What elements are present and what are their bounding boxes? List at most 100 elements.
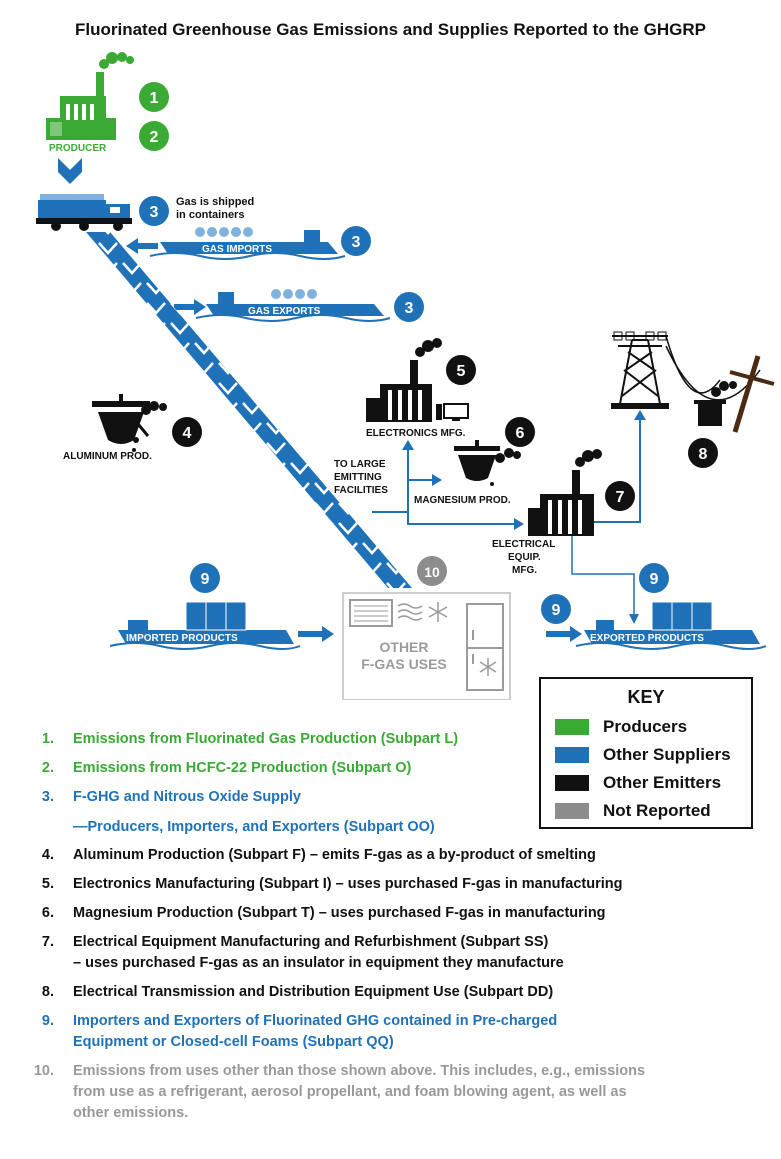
imports-arrow-icon — [126, 238, 158, 254]
legend-num: 2. — [41, 760, 54, 776]
supply-chevron-band — [86, 232, 412, 588]
exported-products-ship-icon — [575, 601, 767, 650]
legend-text: Emissions from HCFC-22 Production (Subpa… — [73, 760, 412, 776]
aluminum-ladle-icon — [92, 394, 167, 452]
legend-text: Importers and Exporters of Fluorinated G… — [73, 1013, 558, 1029]
legend-num: 6. — [41, 905, 54, 921]
gas-imports-label: GAS IMPORTS — [202, 244, 272, 255]
other-uses-line2: F-GAS USES — [361, 656, 447, 672]
key-label-producers: Producers — [603, 717, 688, 736]
svg-text:7: 7 — [616, 489, 625, 506]
badge-9-exported-left: 9 — [541, 594, 571, 624]
key-label-other-emitters: Other Emitters — [603, 773, 722, 792]
legend-text: F-GHG and Nitrous Oxide Supply — [73, 789, 301, 805]
svg-text:10: 10 — [424, 564, 440, 580]
page-title: Fluorinated Greenhouse Gas Emissions and… — [75, 20, 706, 39]
exported-arrow-icon — [546, 626, 582, 642]
legend-text: Electronics Manufacturing (Subpart I) – … — [73, 876, 623, 892]
legend-text: Aluminum Production (Subpart F) – emits … — [73, 847, 596, 863]
legend-text: Electrical Transmission and Distribution… — [73, 984, 554, 1000]
key-swatch-other-suppliers — [555, 747, 589, 763]
air-conditioner-icon — [349, 599, 423, 627]
arrow-down-exported — [629, 614, 639, 624]
imported-products-ship-icon — [109, 601, 301, 650]
legend-text: Emissions from uses other than those sho… — [73, 1063, 646, 1079]
svg-text:9: 9 — [650, 571, 659, 588]
aluminum-label: ALUMINUM PROD. — [63, 451, 152, 462]
badge-10: 10 — [417, 556, 447, 586]
key-title: KEY — [627, 687, 665, 707]
key-label-other-suppliers: Other Suppliers — [603, 745, 731, 764]
to-large-line1: TO LARGE — [334, 459, 386, 470]
arrow-to-exported — [571, 536, 635, 616]
truck-icon — [36, 194, 132, 231]
legend-num: 9. — [41, 1013, 54, 1029]
transmission-tower-icon — [611, 331, 761, 409]
electronics-label: ELECTRONICS MFG. — [366, 428, 466, 439]
key-label-not-reported: Not Reported — [603, 801, 711, 820]
arrow-up-electronics — [402, 440, 414, 450]
legend-text: Electrical Equipment Manufacturing and R… — [73, 934, 549, 950]
imported-arrow-icon — [298, 626, 334, 642]
legend-num: 1. — [41, 731, 54, 747]
svg-text:1: 1 — [150, 90, 159, 107]
electronics-factory-icon — [366, 338, 469, 422]
badge-8: 8 — [688, 438, 718, 468]
electrical-label-line3: MFG. — [512, 565, 537, 576]
shipped-label-line1: Gas is shipped — [176, 196, 254, 208]
to-large-line2: EMITTING — [334, 472, 382, 483]
svg-text:3: 3 — [405, 300, 414, 317]
snowflake-icon — [428, 602, 448, 622]
other-uses-line1: OTHER — [380, 639, 429, 655]
producer-label: PRODUCER — [49, 143, 107, 154]
badge-6: 6 — [505, 417, 535, 447]
electrical-label-line2: EQUIP. — [508, 552, 541, 563]
key-swatch-producers — [555, 719, 589, 735]
facility-distribution-arrows — [372, 448, 516, 525]
svg-text:8: 8 — [699, 446, 708, 463]
exports-arrow-icon — [174, 299, 206, 315]
arrow-up-tower — [634, 410, 646, 420]
badge-3-exports: 3 — [394, 292, 424, 322]
legend-num: 10. — [33, 1063, 54, 1079]
badge-1: 1 — [139, 82, 169, 112]
svg-text:3: 3 — [352, 234, 361, 251]
to-large-line3: FACILITIES — [334, 485, 388, 496]
legend-text: from use as a refrigerant, aerosol prope… — [73, 1084, 627, 1100]
legend-text: Magnesium Production (Subpart T) – uses … — [73, 905, 606, 921]
key-swatch-other-emitters — [555, 775, 589, 791]
utility-pole-icon — [694, 355, 775, 433]
badge-5: 5 — [446, 355, 476, 385]
badge-3-imports: 3 — [341, 226, 371, 256]
svg-text:9: 9 — [552, 602, 561, 619]
gas-imports-ship-icon — [149, 227, 346, 260]
legend-text: —Producers, Importers, and Exporters (Su… — [73, 819, 435, 835]
svg-text:9: 9 — [201, 571, 210, 588]
flow-diagram: PRODUCER 1 2 3 Gas is shipped in contain… — [36, 52, 775, 700]
imported-products-label: IMPORTED PRODUCTS — [126, 633, 238, 644]
producer-arrow-icon — [58, 158, 82, 184]
legend-num: 8. — [41, 984, 54, 1000]
magnesium-label: MAGNESIUM PROD. — [414, 495, 511, 506]
legend-text: other emissions. — [73, 1105, 189, 1121]
key-box: KEY Producers Other Suppliers Other Emit… — [539, 677, 753, 829]
legend-text: Equipment or Closed-cell Foams (Subpart … — [73, 1034, 394, 1050]
magnesium-ladle-icon — [454, 440, 521, 486]
legend-num: 4. — [41, 847, 54, 863]
legend-num: 5. — [41, 876, 54, 892]
svg-text:3: 3 — [150, 204, 159, 221]
svg-text:4: 4 — [183, 425, 192, 442]
arrow-to-tower — [594, 420, 641, 523]
svg-text:2: 2 — [150, 129, 159, 146]
badge-7: 7 — [605, 481, 635, 511]
electrical-label-line1: ELECTRICAL — [492, 539, 555, 550]
electrical-factory-icon — [528, 449, 602, 536]
gas-exports-label: GAS EXPORTS — [248, 306, 321, 317]
badge-3-shipped: 3 — [139, 196, 169, 226]
legend-num: 3. — [41, 789, 54, 805]
arrow-right-electrical — [514, 518, 524, 530]
svg-text:5: 5 — [457, 363, 466, 380]
arrow-right-magnesium — [432, 474, 442, 486]
refrigerator-icon — [466, 603, 504, 691]
gas-exports-ship-icon — [195, 289, 391, 322]
